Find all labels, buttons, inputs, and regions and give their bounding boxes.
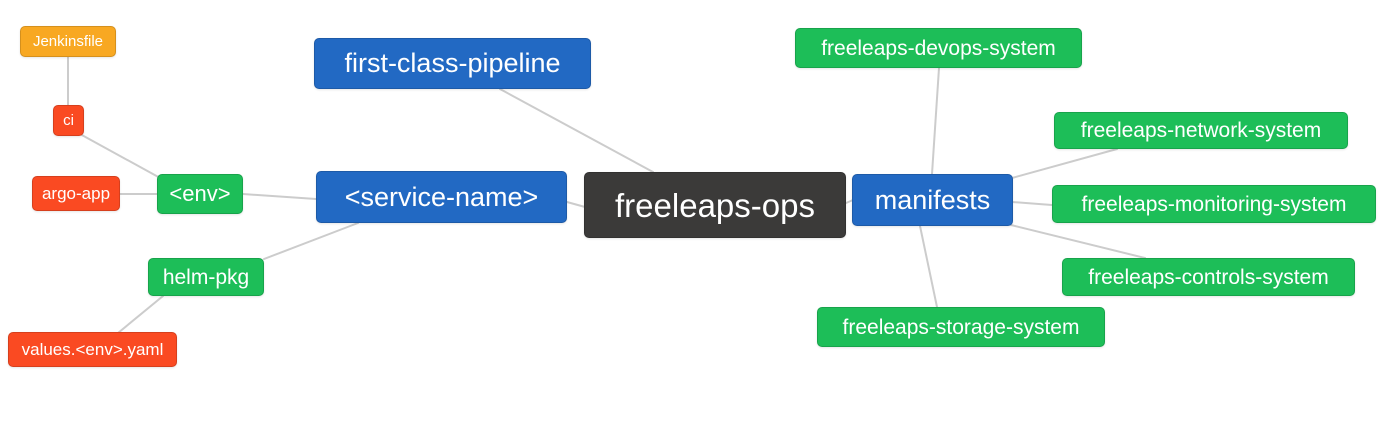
node-service-name[interactable]: <service-name> [316, 171, 567, 223]
node-ci[interactable]: ci [53, 105, 84, 136]
node-freeleaps-ops[interactable]: freeleaps-ops [584, 172, 846, 238]
node-freeleaps-network-system[interactable]: freeleaps-network-system [1054, 112, 1348, 149]
node-freeleaps-monitoring-system[interactable]: freeleaps-monitoring-system [1052, 185, 1376, 223]
node-freeleaps-devops-system[interactable]: freeleaps-devops-system [795, 28, 1082, 68]
node-freeleaps-storage-system[interactable]: freeleaps-storage-system [817, 307, 1105, 347]
node-jenkinsfile[interactable]: Jenkinsfile [20, 26, 116, 57]
edge-env-to-service-name [242, 193, 317, 200]
edge-manifests-to-storage-system [919, 225, 938, 308]
node-manifests[interactable]: manifests [852, 174, 1013, 226]
edge-manifests-to-devops-system [931, 67, 940, 175]
edge-ci-to-env [79, 133, 163, 180]
edge-service-name-to-helm-pkg [263, 222, 359, 260]
node-first-class-pipeline[interactable]: first-class-pipeline [314, 38, 591, 89]
edge-pipeline-to-freeleaps-ops [499, 88, 654, 173]
edge-manifests-to-network-system [1011, 148, 1118, 179]
node-freeleaps-controls-system[interactable]: freeleaps-controls-system [1062, 258, 1355, 296]
edge-manifests-to-monitoring-system [1011, 201, 1053, 206]
edge-service-name-to-freeleaps-ops [566, 201, 586, 208]
edge-manifests-to-controls-system [1010, 224, 1146, 259]
node-env[interactable]: <env> [157, 174, 243, 214]
node-argo-app[interactable]: argo-app [32, 176, 120, 211]
edge-freeleaps-ops-to-manifests [845, 199, 854, 204]
edge-helm-pkg-to-values-env-yaml [117, 295, 164, 334]
node-values-env-yaml[interactable]: values.<env>.yaml [8, 332, 177, 367]
node-helm-pkg[interactable]: helm-pkg [148, 258, 264, 296]
